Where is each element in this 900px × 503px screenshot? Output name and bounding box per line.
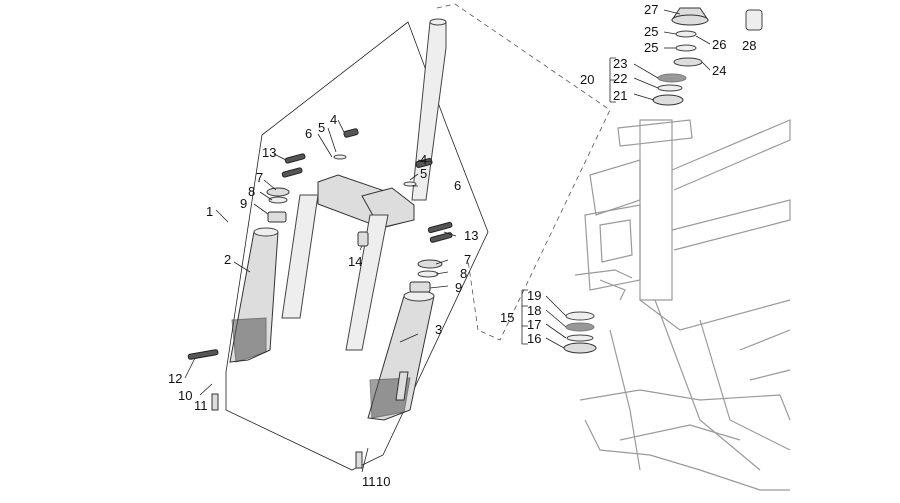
steering-projection-outline — [436, 3, 611, 341]
callout-19: 19 — [527, 288, 541, 303]
callout-7-left: 7 — [256, 170, 263, 185]
callout-26: 26 — [712, 37, 726, 52]
callout-6-top: 6 — [305, 126, 312, 141]
right-fork-leg — [367, 290, 435, 421]
callout-10-right: 10 — [376, 474, 390, 489]
steering-projection-inner — [467, 259, 479, 331]
callout-27: 27 — [644, 2, 658, 17]
callout-10-left: 10 — [178, 388, 192, 403]
callout-13-right: 13 — [464, 228, 478, 243]
callout-3: 3 — [435, 322, 442, 337]
upper-bearing-group — [652, 7, 763, 106]
leader-lines — [184, 9, 711, 473]
callout-7-right: 7 — [464, 252, 471, 267]
callout-12: 12 — [168, 371, 182, 386]
callout-8-left: 8 — [248, 184, 255, 199]
callout-16: 16 — [527, 331, 541, 346]
callout-11-left: 11 — [194, 398, 208, 413]
callout-9-left: 9 — [240, 196, 247, 211]
callout-21: 21 — [613, 88, 627, 103]
fork-assembly-outline — [225, 21, 489, 471]
callout-22: 22 — [613, 71, 627, 86]
callout-13-left: 13 — [262, 145, 276, 160]
left-fork-leg — [229, 227, 279, 363]
callout-25-top: 25 — [644, 24, 658, 39]
callout-14: 14 — [348, 254, 362, 269]
callout-8-right: 8 — [460, 266, 467, 281]
callout-4-right: 4 — [420, 152, 427, 167]
callout-17: 17 — [527, 317, 541, 332]
callout-5-right: 5 — [420, 166, 427, 181]
callout-11-right: 11 — [362, 474, 376, 489]
callout-28: 28 — [742, 38, 756, 53]
callout-9-right: 9 — [455, 280, 462, 295]
callout-18: 18 — [527, 303, 541, 318]
callout-24: 24 — [712, 63, 726, 78]
callout-25-bottom: 25 — [644, 40, 658, 55]
scooter-frame — [574, 119, 791, 491]
callout-4-top: 4 — [330, 112, 337, 127]
callout-15: 15 — [500, 310, 514, 325]
callout-5-top: 5 — [318, 120, 325, 135]
steering-stem — [281, 18, 447, 351]
callout-20: 20 — [580, 72, 594, 87]
callout-1: 1 — [206, 204, 213, 219]
group-brackets — [521, 57, 616, 345]
callout-23: 23 — [613, 56, 627, 71]
callout-2: 2 — [224, 252, 231, 267]
lower-bearing-group — [563, 311, 597, 354]
callout-6-right: 6 — [454, 178, 461, 193]
